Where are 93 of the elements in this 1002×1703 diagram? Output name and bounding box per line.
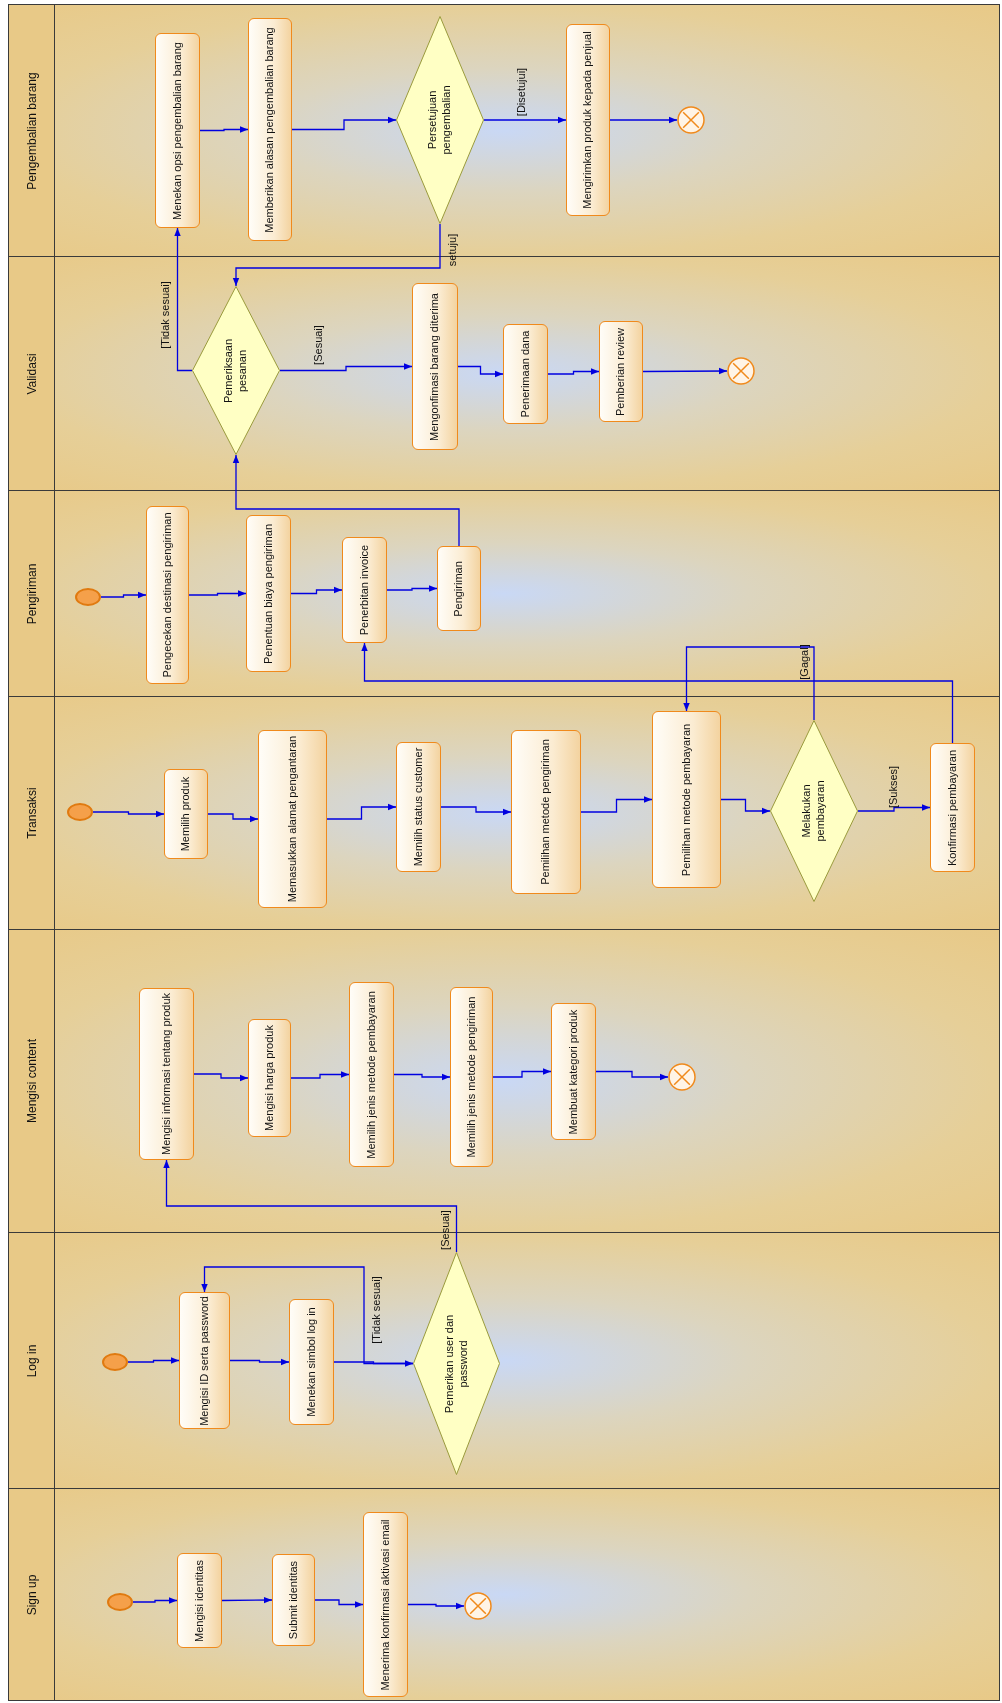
flow-arrow [188, 590, 247, 597]
flow-arrow [229, 1358, 290, 1366]
activity-box: Pengecekan destinasi pengiriman [146, 506, 189, 684]
swimlane [8, 490, 1000, 697]
flow-arrow [232, 454, 460, 547]
flow-arrow [595, 1070, 669, 1081]
initial-node [75, 588, 101, 606]
decision-diamond: Persetujuan pengembalian [396, 16, 484, 224]
lane-header: Sign up [9, 1489, 55, 1700]
lane-header: Log in [9, 1233, 55, 1488]
edge-label: [Tidak sesuai] [370, 1276, 382, 1344]
flow-arrow [127, 1357, 180, 1364]
activity-box: Menerima konfirmasi aktivasi email [363, 1512, 408, 1697]
lane-header: Validasi [9, 257, 55, 490]
flow-arrow [683, 646, 815, 721]
edge-label: [Sesuai] [312, 325, 324, 365]
edge-label: setuju] [446, 233, 458, 267]
flow-arrow [193, 1073, 249, 1082]
flow-arrow [232, 223, 441, 287]
decision-diamond: Pemeriksaan pesanan [192, 286, 280, 455]
flow-arrow [609, 116, 678, 124]
flow-arrow [857, 804, 931, 812]
activity-box: Pemilihan metode pembayaran [652, 711, 721, 888]
flow-arrow [386, 585, 438, 592]
activity-box: Konfirmasi pembayaran [930, 743, 975, 872]
lane-header: Transaksi [9, 697, 55, 929]
edge-label: [Tidak sesuai] [159, 281, 171, 349]
flow-arrow [163, 1159, 458, 1253]
activity-box: Memilih jenis metode pengiriman [450, 987, 493, 1167]
activity-box: Pemilihan metode pengiriman [511, 730, 581, 894]
activity-box: Membuat kategori produk [551, 1003, 596, 1140]
decision-diamond: Pemerikan user dan password [413, 1252, 500, 1475]
flow-arrow [393, 1073, 451, 1081]
edge-label: [Disetujui] [515, 67, 527, 117]
activity-box: Memilih produk [164, 769, 208, 859]
flow-arrow [92, 810, 165, 818]
flow-arrow [492, 1068, 552, 1078]
flow-arrow [207, 813, 259, 823]
activity-box: Mengisi informasi tentang produk [139, 988, 194, 1160]
activity-box: Submit identitas [272, 1554, 315, 1646]
lane-header: Pengembalian barang [9, 5, 55, 256]
flow-arrow [290, 586, 343, 595]
decision-diamond: Melakukan pembayaran [770, 720, 858, 902]
initial-node [102, 1353, 128, 1371]
flow-arrow [642, 367, 728, 375]
flow-arrow [174, 227, 193, 372]
activity-box: Menekan opsi pengembalian barang [155, 33, 200, 228]
flow-arrow [201, 1266, 414, 1365]
lane-header: Pengiriman [9, 491, 55, 696]
activity-box: Memberikan alasan pengembalian barang [248, 18, 292, 241]
edge-label: [Sesuai] [439, 1210, 451, 1250]
flow-arrow [100, 591, 147, 599]
flow-arrow [326, 803, 397, 820]
activity-box: Pemberian review [599, 321, 643, 422]
initial-node [67, 803, 93, 821]
activity-box: Mengirimkan produk kepada penjual [566, 24, 610, 216]
flow-arrow [440, 806, 512, 816]
flow-arrow [457, 365, 504, 378]
swimlane [8, 1488, 1000, 1701]
flow-arrow [279, 363, 413, 372]
activity-box: Mengisi ID serta password [179, 1292, 230, 1429]
flow-arrow [483, 116, 567, 124]
activity-box: Mengisi identitas [177, 1553, 222, 1648]
activity-box: Memasukkan alamat pengantaran [258, 730, 327, 908]
activity-box: Menekan simbol log in [289, 1299, 334, 1425]
flow-arrow [407, 1602, 465, 1610]
edge-label: [Sukses] [887, 765, 899, 809]
flow-arrow [314, 1599, 364, 1608]
edge-label: [Gagal] [798, 644, 810, 680]
swimlane [8, 696, 1000, 930]
activity-box: Penerimaan dana [503, 324, 548, 424]
initial-node [107, 1593, 133, 1611]
final-node [727, 357, 755, 385]
flow-arrow [580, 796, 653, 813]
flow-arrow [361, 642, 954, 744]
flow-arrow [221, 1596, 273, 1604]
activity-box: Penerbitan invoice [342, 537, 387, 643]
activity-box: Memilih jenis metode pembayaran [349, 982, 394, 1167]
final-node [668, 1063, 696, 1091]
flow-arrow [132, 1597, 178, 1604]
lane-header: Mengisi content [9, 930, 55, 1232]
final-node [464, 1592, 492, 1620]
activity-box: Mengisi harga produk [248, 1019, 291, 1137]
flow-arrow [290, 1071, 350, 1079]
flow-arrow [547, 368, 600, 375]
flow-arrow [720, 798, 771, 815]
flow-arrow [291, 116, 397, 131]
activity-box: Penentuan biaya pengiriman [246, 515, 291, 672]
final-node [677, 106, 705, 134]
activity-box: Mengonfimasi barang diterima [412, 283, 458, 450]
activity-box: Pengiriman [437, 546, 481, 631]
flow-arrow [199, 126, 249, 133]
activity-box: Memilih status customer [396, 742, 441, 872]
